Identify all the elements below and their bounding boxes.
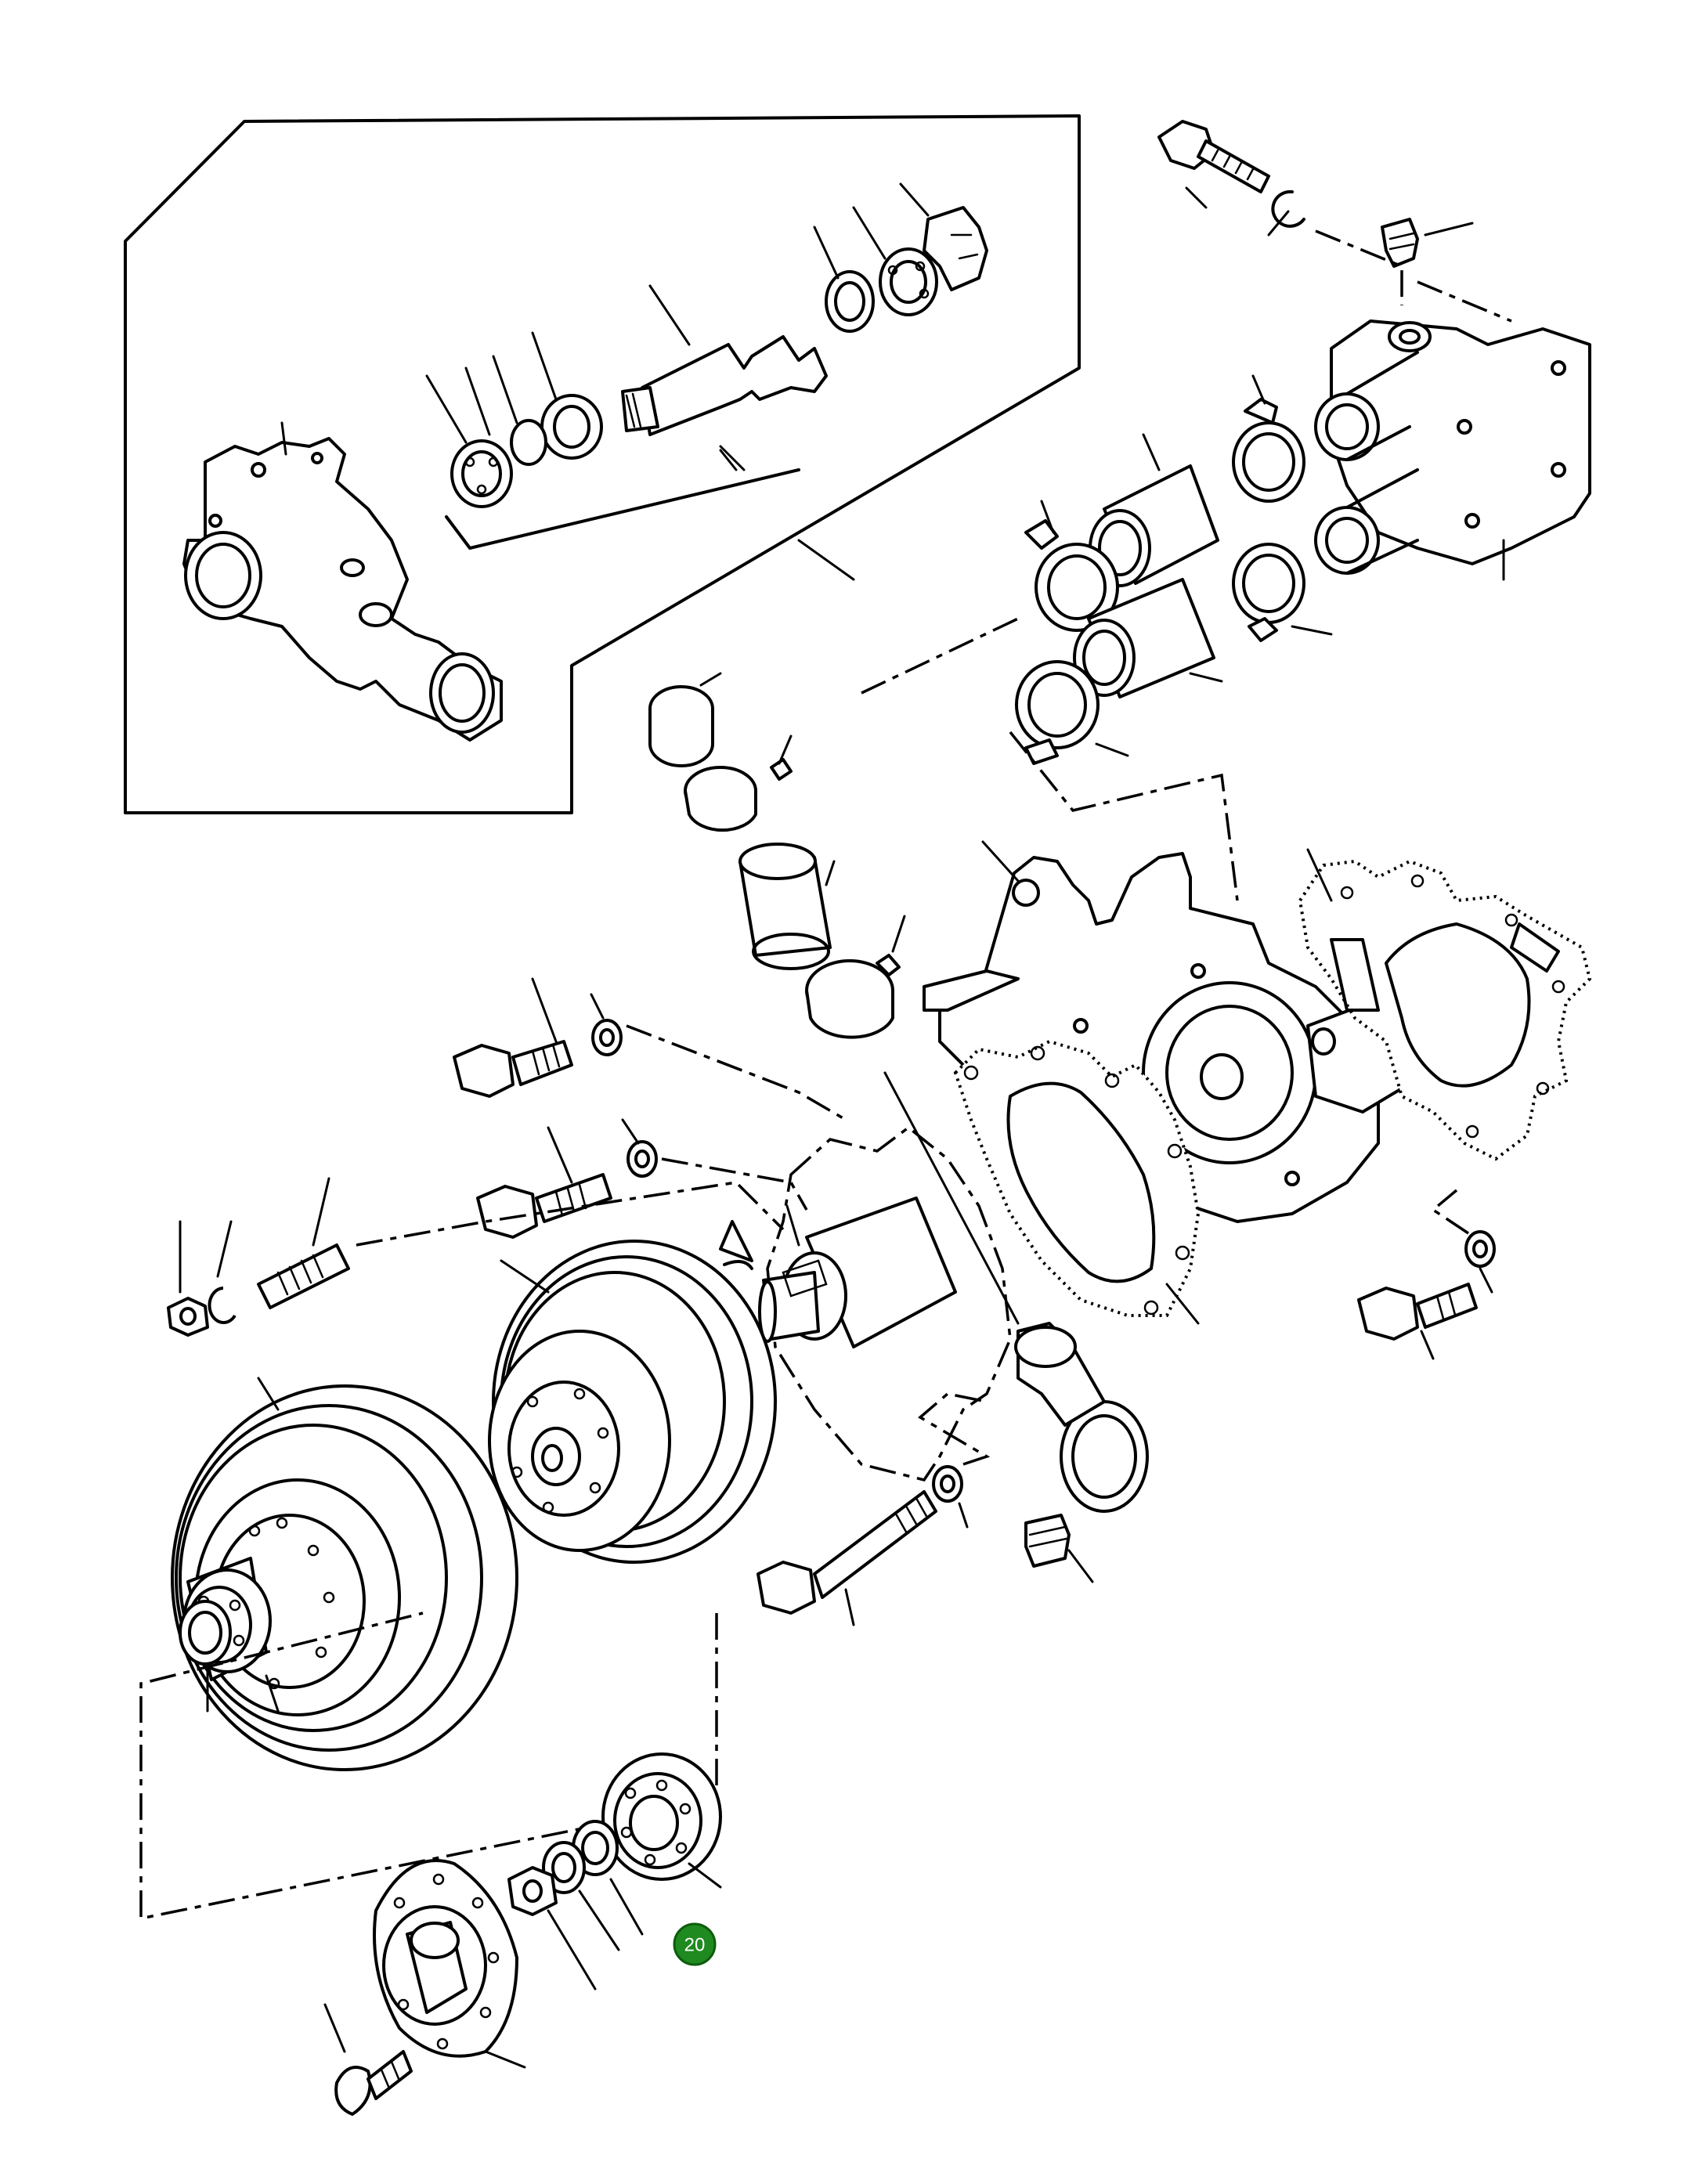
phantom-front-housing: [719, 1125, 1149, 1513]
stud-nut-washer: [167, 1177, 785, 1337]
bolt-1: [453, 977, 847, 1121]
bearing-assembly-bracket: [139, 1612, 722, 2116]
callout-20-marker[interactable]: [673, 1922, 717, 1966]
callout-20-label: 20: [684, 1935, 706, 1956]
callout-20[interactable]: 20: [673, 1922, 717, 1966]
rear-pulley-large: [171, 1377, 518, 1771]
bolt-3-right: [1357, 1189, 1496, 1360]
pump-assembly-inset: [124, 114, 1081, 814]
bypass-hose-group: [648, 672, 1020, 1325]
top-bolt-group: [1157, 120, 1512, 323]
pump-gasket-rear: [1298, 848, 1592, 1161]
pump-housing: [182, 421, 503, 742]
long-bolt: [757, 1392, 1094, 1626]
hoses-and-clips: [861, 374, 1333, 901]
pump-shaft-and-bearings: [425, 182, 988, 550]
bolt-2: [476, 1118, 808, 1239]
pump-gasket-front: [953, 1039, 1201, 1325]
outlet-manifold: [1314, 319, 1591, 581]
front-pulley-small: [488, 1240, 777, 1564]
